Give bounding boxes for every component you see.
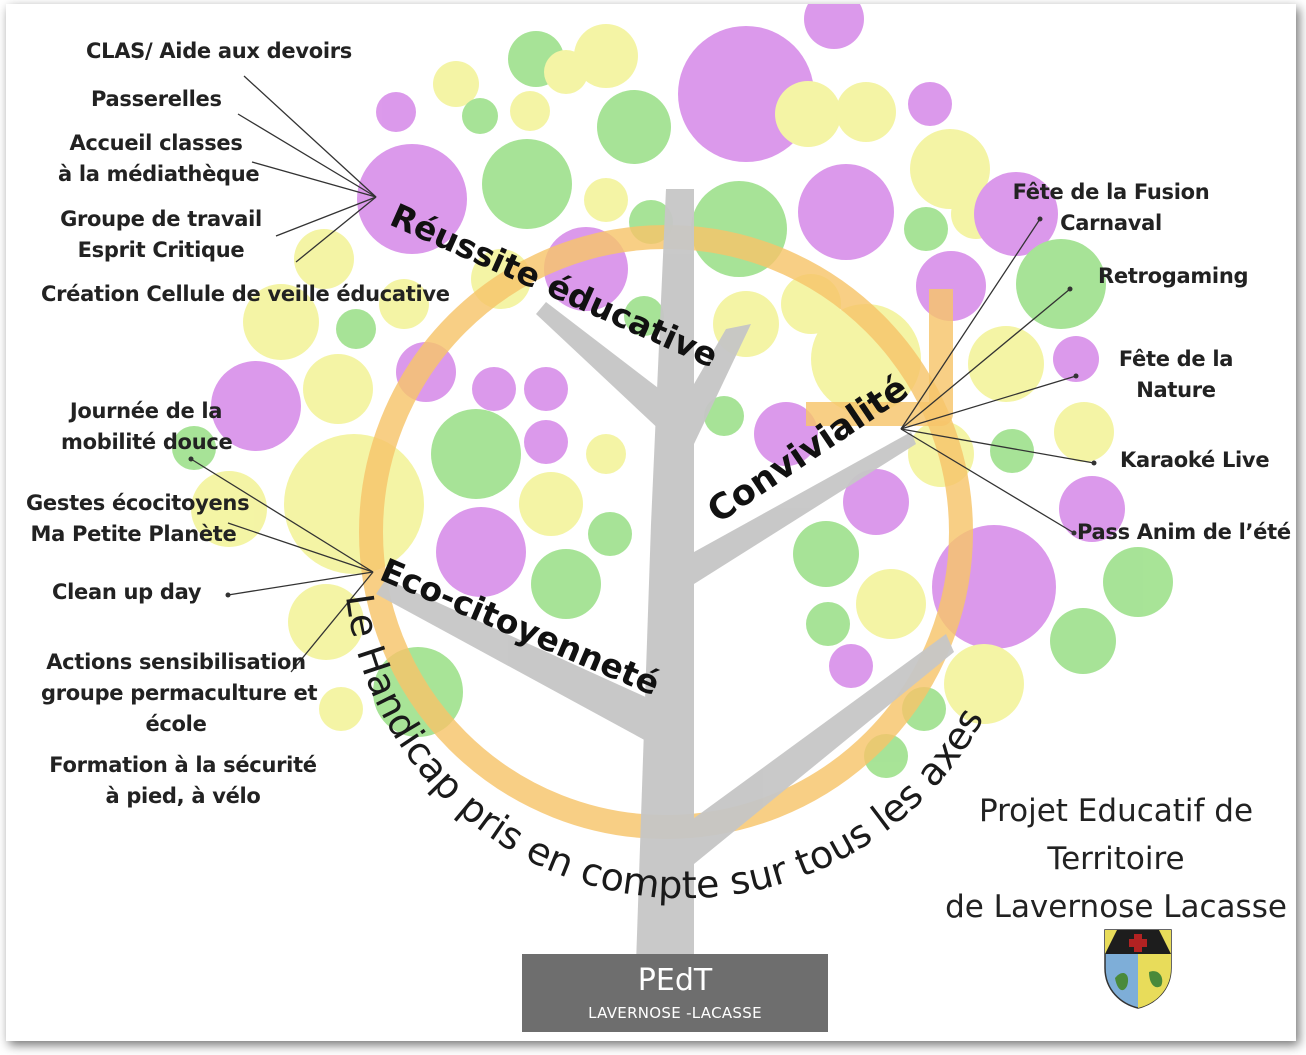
label-passerelles: Passerelles	[91, 87, 222, 111]
label-clas: CLAS/ Aide aux devoirs	[86, 39, 353, 63]
pedt-subtitle: LAVERNOSE -LACASSE	[588, 1004, 762, 1022]
label-creation-cellule: Création Cellule de veille éducative	[41, 282, 450, 306]
coat-of-arms-icon	[1104, 929, 1172, 1009]
tree-trunk	[376, 189, 954, 964]
connector-lines	[190, 75, 1095, 673]
tree-illustration: Réussite éducative Convivialité Eco-cito…	[172, 4, 1173, 964]
arrowheads	[188, 216, 1097, 598]
pedt-title: PEdT	[637, 963, 713, 998]
project-title: Projet Educatif de Territoire de Laverno…	[945, 793, 1287, 925]
label-clean-up-day: Clean up day	[52, 580, 202, 604]
diagram-canvas: Réussite éducative Convivialité Eco-cito…	[6, 4, 1296, 1041]
pedt-banner: PEdT LAVERNOSE -LACASSE	[522, 954, 828, 1032]
label-karaoke: Karaoké Live	[1120, 448, 1270, 472]
label-pass-anim: Pass Anim de l’été	[1077, 520, 1291, 544]
label-retrogaming: Retrogaming	[1098, 264, 1249, 288]
